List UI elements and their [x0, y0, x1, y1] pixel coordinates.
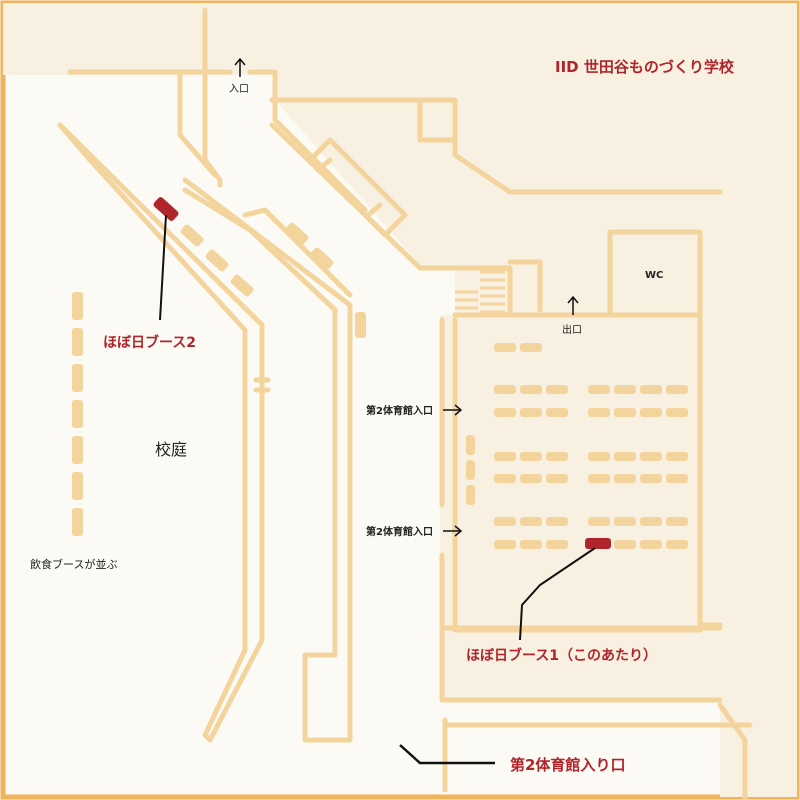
booth: [546, 385, 568, 394]
booth: [546, 540, 568, 549]
booth: [666, 408, 688, 417]
courtyard-label: 校庭: [155, 440, 187, 459]
booth: [205, 249, 229, 272]
booth: [640, 385, 662, 394]
gym-entrance-arrow-a-icon: [443, 404, 463, 416]
booth: [666, 385, 688, 394]
booth: [494, 474, 516, 483]
exit-label: 出口: [562, 323, 582, 336]
booth: [520, 408, 542, 417]
booth: [72, 508, 83, 536]
booth2-pointer-line: [159, 214, 167, 321]
booth: [588, 385, 610, 394]
booth: [494, 517, 516, 526]
booth: [546, 408, 568, 417]
booth1-pointer-line: [519, 547, 596, 641]
booth: [72, 436, 83, 464]
booth: [466, 460, 475, 480]
booth: [72, 472, 83, 500]
booth: [588, 474, 610, 483]
booth: [588, 452, 610, 461]
food-booths-label: 飲食ブースが並ぶ: [30, 557, 117, 571]
booth1-marker[interactable]: [585, 538, 611, 549]
gym-entrance-arrow-b-icon: [443, 525, 463, 537]
booth: [466, 435, 475, 455]
gym-entrance-label-a: 第2体育館入口: [366, 404, 433, 417]
booth: [72, 364, 83, 392]
booth: [494, 343, 516, 352]
booth: [614, 408, 636, 417]
building-area: [3, 3, 797, 797]
booth2-marker[interactable]: [152, 196, 179, 222]
booth-group: [72, 222, 688, 549]
booth: [494, 385, 516, 394]
walls: [57, 7, 753, 800]
booth: [640, 474, 662, 483]
booth: [640, 408, 662, 417]
gym-entrance-label-b: 第2体育館入口: [366, 525, 433, 538]
booth: [520, 540, 542, 549]
booth: [355, 312, 366, 338]
booth: [588, 408, 610, 417]
booth1-label[interactable]: ほぼ日ブース1（このあたり）: [466, 647, 657, 664]
entrance-label: 入口: [229, 84, 249, 95]
booth: [72, 292, 83, 320]
booth: [666, 474, 688, 483]
booth2-label[interactable]: ほぼ日ブース2: [103, 334, 196, 351]
booth: [520, 385, 542, 394]
gym-entrance-bottom-label: 第2体育館入り口: [510, 756, 625, 774]
booth: [614, 474, 636, 483]
booth: [640, 540, 662, 549]
entrance-arrow-icon: [234, 57, 246, 77]
booth: [614, 385, 636, 394]
booth: [614, 452, 636, 461]
booth: [614, 540, 636, 549]
gym-pointer-line: [399, 744, 495, 765]
arrows: [234, 57, 579, 537]
booth: [520, 474, 542, 483]
booth: [230, 274, 254, 297]
booth: [520, 517, 542, 526]
stairs: [455, 270, 505, 314]
venue-title: IID 世田谷ものづくり学校: [555, 58, 735, 76]
booth: [614, 517, 636, 526]
booth: [494, 540, 516, 549]
booth: [666, 540, 688, 549]
booth: [640, 452, 662, 461]
booth: [666, 517, 688, 526]
booth: [640, 517, 662, 526]
booth: [466, 485, 475, 505]
booth: [72, 328, 83, 356]
booth: [285, 222, 309, 245]
wc-label: WC: [645, 270, 663, 281]
booth: [310, 247, 334, 270]
booth: [546, 474, 568, 483]
exit-arrow-icon: [567, 295, 579, 315]
booth: [588, 517, 610, 526]
booth: [546, 517, 568, 526]
booth: [72, 400, 83, 428]
booth: [494, 408, 516, 417]
booth: [520, 343, 542, 352]
booth: [546, 452, 568, 461]
booth: [494, 452, 516, 461]
booth: [666, 452, 688, 461]
booth: [520, 452, 542, 461]
booth: [180, 224, 204, 247]
